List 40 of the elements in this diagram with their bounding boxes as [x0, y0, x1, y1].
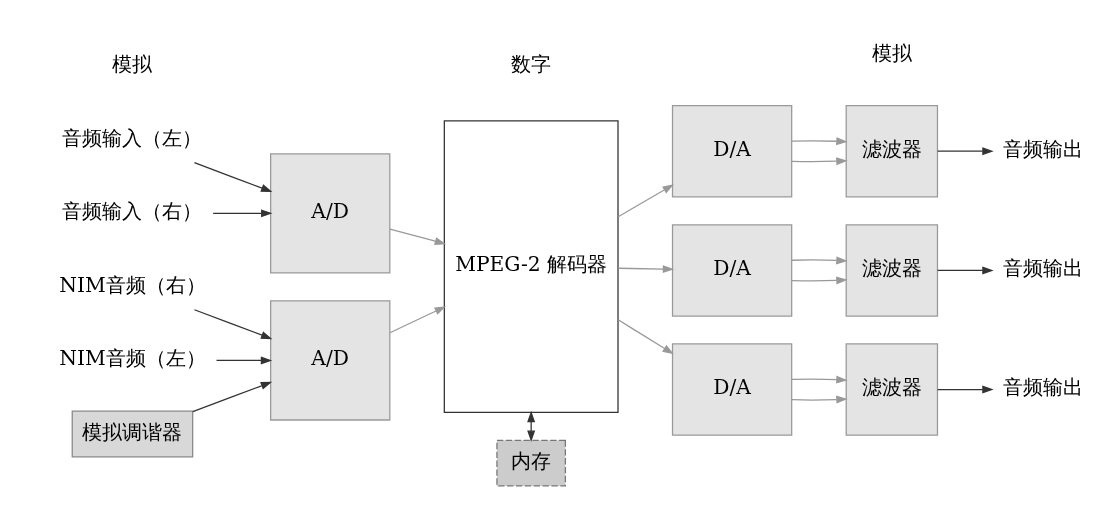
node-text: 音频输入（右）	[62, 198, 203, 223]
node-box: 内存	[496, 439, 567, 487]
node-text: NIM音频（左）	[59, 345, 206, 370]
arrow	[791, 156, 848, 165]
arrow	[791, 275, 848, 284]
arrow	[937, 385, 994, 394]
arrow	[791, 395, 848, 404]
node-text: 音频输出	[1002, 374, 1083, 399]
arrow	[389, 227, 447, 245]
node-box: 模拟调谐器	[71, 410, 194, 457]
arrow	[937, 265, 994, 274]
node-text: 音频输出	[1002, 136, 1083, 161]
node-box: 滤波器	[845, 104, 939, 197]
node-box: A/D	[270, 152, 391, 274]
node-text: 音频输出	[1002, 255, 1083, 280]
arrow	[389, 305, 446, 333]
label: 模拟	[871, 40, 912, 65]
arrow	[212, 208, 273, 217]
arrow	[617, 318, 674, 354]
arrow	[193, 161, 273, 192]
arrow	[617, 264, 675, 273]
node-box: A/D	[270, 299, 391, 421]
arrow	[193, 308, 273, 339]
arrow	[791, 375, 848, 384]
node-box: MPEG-2 解码器	[443, 119, 619, 413]
node-box: 滤波器	[845, 223, 939, 317]
arrow	[617, 183, 674, 217]
arrow	[937, 146, 994, 155]
node-box: 滤波器	[845, 342, 939, 436]
arrow	[215, 355, 273, 364]
node-box: D/A	[671, 342, 793, 436]
label: 模拟	[112, 51, 153, 76]
arrow	[192, 381, 273, 412]
arrow	[791, 136, 848, 145]
label: 数字	[511, 51, 552, 76]
arrow	[791, 255, 848, 264]
node-box: D/A	[671, 104, 793, 197]
node-text: 音频输入（左）	[62, 125, 203, 150]
node-box: D/A	[671, 223, 793, 317]
node-text: NIM音频（右）	[59, 272, 206, 297]
